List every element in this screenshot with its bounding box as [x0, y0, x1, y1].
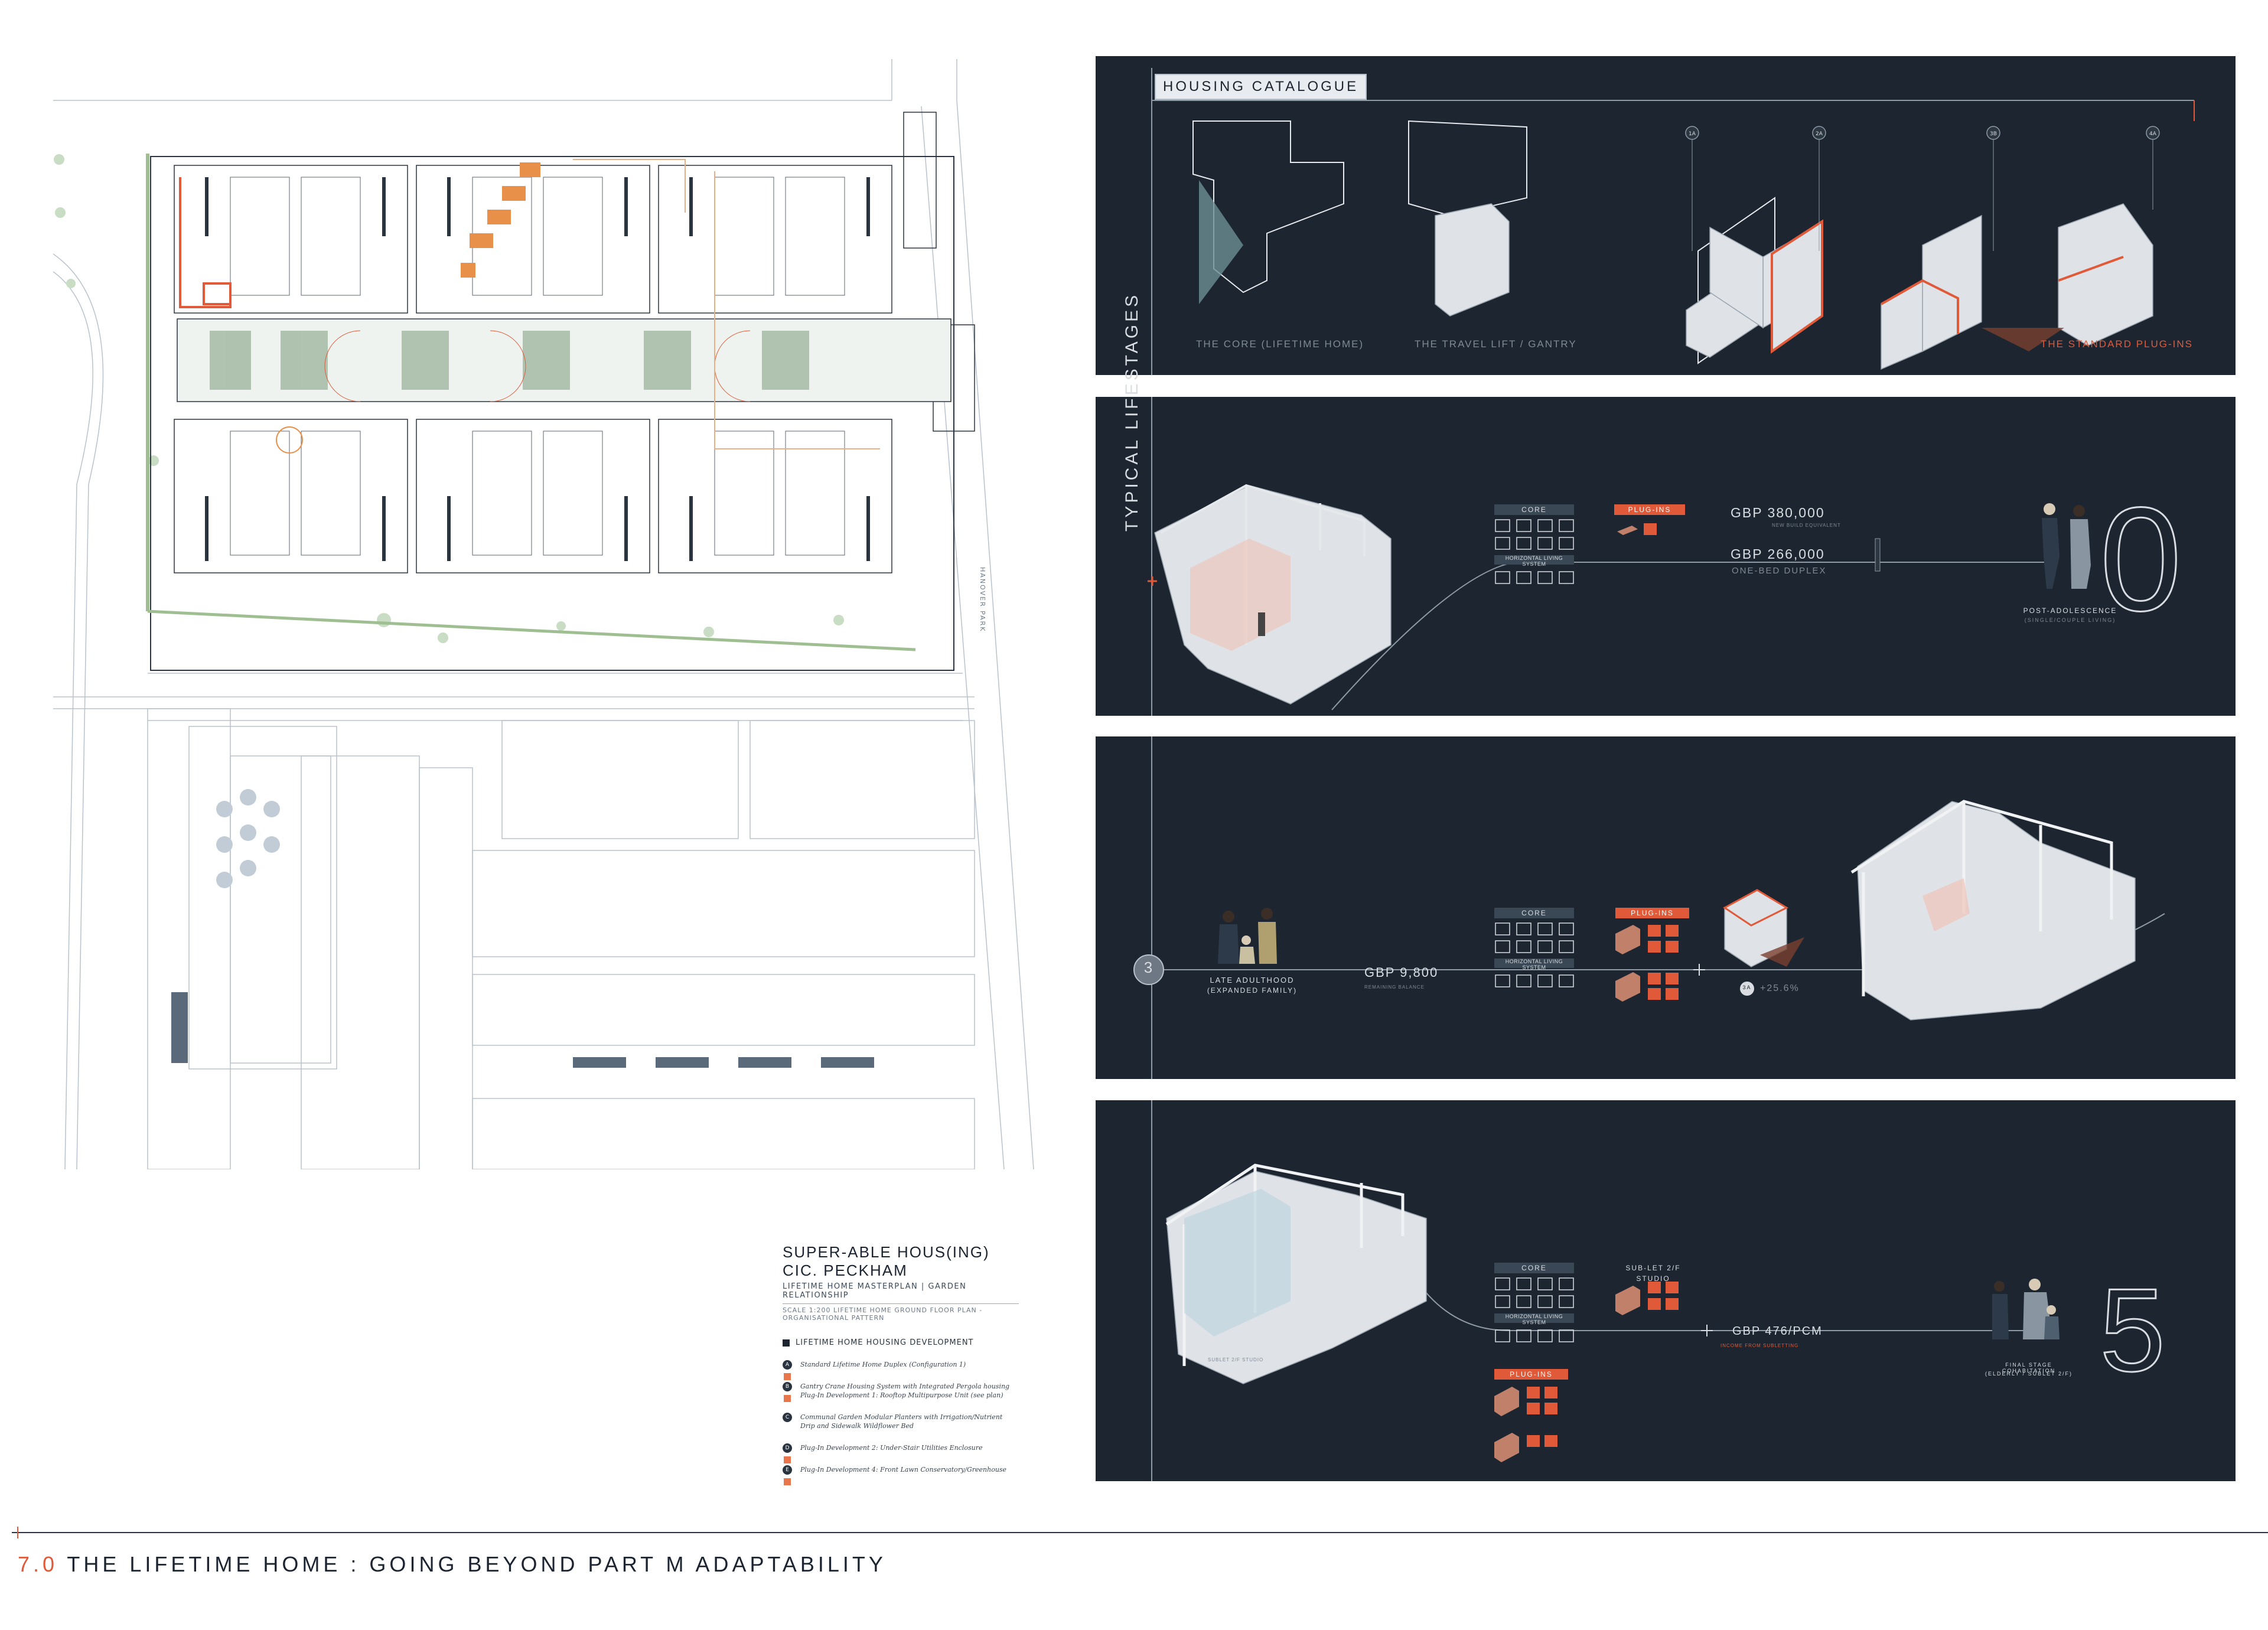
- stage0-sub: (SINGLE/COUPLE LIVING): [2024, 617, 2116, 623]
- stage5-sublet-group: SUB-LET 2/F STUDIO: [1615, 1263, 1692, 1328]
- stage5-core-group: CORE HORIZONTAL LIVING SYSTEM: [1494, 1263, 1574, 1351]
- lifestage-3-panel: 3 LATE ADULTHOOD (EXPANDED FAMILY) GBP 9…: [1096, 736, 2236, 1079]
- stage3-plugins-heading: PLUG-INS: [1615, 908, 1689, 918]
- price-duplex-note: ONE-BED DUPLEX: [1732, 566, 1827, 576]
- catalogue-marker-4: 4A: [2149, 131, 2157, 137]
- stage5-label: FINAL STAGE COHABITATION: [2002, 1362, 2056, 1374]
- core-icons: [1494, 519, 1574, 584]
- stage3-horizontal-heading: HORIZONTAL LIVING SYSTEM: [1505, 959, 1563, 970]
- housing-catalogue-panel: 1A 2A 3B 4A HOUSING CATALOGUE THE CORE (…: [1096, 56, 2236, 375]
- catalogue-graphics: 1A 2A 3B 4A: [1151, 68, 2195, 375]
- stage5-graphics: [1151, 1100, 2058, 1481]
- stage3-price: GBP 9,800: [1364, 965, 1439, 980]
- plugins-label: THE STANDARD PLUG-INS: [2041, 338, 2193, 350]
- stage5-core-heading: CORE: [1494, 1263, 1574, 1273]
- price-new-build: GBP 380,000: [1731, 505, 1825, 520]
- plugins-icons: [1617, 523, 1657, 535]
- gantry-label: THE TRAVEL LIFT / GANTRY: [1415, 338, 1577, 350]
- stage3-price-note: REMAINING BALANCE: [1364, 984, 1425, 990]
- lifestage-5-panel: SUBLET 2/F STUDIO CORE HORIZONTAL LIVING…: [1096, 1100, 2236, 1481]
- masterplan-drawing: HANOVER PARK: [53, 59, 1034, 1169]
- stage3-badge: 3A: [1742, 984, 1752, 990]
- catalogue-marker-2: 2A: [1816, 131, 1823, 137]
- stage3-core-group: CORE HORIZONTAL LIVING SYSTEM: [1494, 908, 1574, 996]
- stage5-horizontal-heading: HORIZONTAL LIVING SYSTEM: [1505, 1313, 1563, 1325]
- legend-subtitle: LIFETIME HOME MASTERPLAN | GARDEN RELATI…: [783, 1282, 967, 1300]
- stage5-sub: (ELDERLY / SUBLET 2/F): [1984, 1371, 2073, 1377]
- stage5-plugins-heading: PLUG-INS: [1494, 1369, 1568, 1380]
- stage3-change: +25.6%: [1760, 983, 1800, 993]
- stage3-sub: (EXPANDED FAMILY): [1207, 986, 1298, 995]
- stage5-number: 5: [2098, 1264, 2166, 1396]
- price-duplex: GBP 266,000: [1731, 546, 1825, 562]
- stage3-number: 3: [1143, 959, 1154, 976]
- legend-key: LIFETIME HOME HOUSING DEVELOPMENT: [783, 1338, 1019, 1347]
- couple-figures: [2042, 503, 2091, 589]
- kiosk: [903, 112, 937, 249]
- stage3-label: LATE ADULTHOOD: [1210, 976, 1295, 984]
- stage3-plugin-icons: [1615, 925, 1679, 1002]
- stage3-plugins-group: PLUG-INS: [1615, 908, 1692, 1002]
- stage0-graphics: [1148, 397, 2052, 716]
- stage5-core-icons: [1494, 1277, 1574, 1342]
- catalogue-marker-3: 3B: [1990, 131, 1997, 137]
- stage5-plugin-icons: [1494, 1387, 1557, 1462]
- footer-text: THE LIFETIME HOME : GOING BEYOND PART M …: [67, 1552, 887, 1576]
- stage5-sublet-icons: [1615, 1282, 1679, 1315]
- footer-number: 7.0: [18, 1552, 58, 1576]
- footer-title: 7.0 THE LIFETIME HOME : GOING BEYOND PAR…: [18, 1552, 887, 1577]
- plugins-icon-group: PLUG-INS: [1614, 504, 1685, 540]
- stage5-price-note: INCOME FROM SUBLETTING: [1720, 1343, 1799, 1348]
- horizontal-heading: HORIZONTAL LIVING SYSTEM: [1505, 555, 1563, 567]
- stage3-graphics: [1133, 736, 2165, 1079]
- legend-title: SUPER-ABLE HOUS(ING) CIC. PECKHAM: [783, 1243, 990, 1279]
- stage3-core-icons: [1494, 922, 1574, 987]
- family-figures: [1218, 908, 1277, 964]
- stage5-studio-label: SUBLET 2/F STUDIO: [1208, 1357, 1264, 1362]
- street-label: HANOVER PARK: [979, 567, 986, 632]
- stage5-price: GBP 476/PCM: [1732, 1325, 1823, 1338]
- stage0-label: POST-ADOLESCENCE: [2023, 607, 2117, 615]
- elderly-figures: [1992, 1279, 2060, 1339]
- core-icon-group: CORE HORIZONTAL LIVING SYSTEM: [1494, 504, 1574, 593]
- stage0-number: 0: [2098, 477, 2182, 641]
- catalogue-marker-1: 1A: [1689, 131, 1696, 137]
- masterplan-legend: SUPER-ABLE HOUS(ING) CIC. PECKHAM LIFETI…: [783, 1243, 1019, 1485]
- core-heading: CORE: [1494, 504, 1574, 515]
- catalogue-title: HOUSING CATALOGUE: [1155, 74, 1367, 100]
- stage3-core-heading: CORE: [1494, 908, 1574, 918]
- price-new-build-note: NEW BUILD EQUIVALENT: [1772, 523, 1841, 528]
- stage5-sublet-heading: SUB-LET 2/F STUDIO: [1625, 1264, 1681, 1283]
- stage5-plugins-group: PLUG-INS: [1494, 1369, 1574, 1463]
- footer-rule: [12, 1527, 2268, 1538]
- lifestages-side-title: TYPICAL LIFESTAGES: [1122, 292, 1142, 532]
- lifestage-0-panel: CORE HORIZONTAL LIVING SYSTEM PLUG-INS G…: [1096, 397, 2236, 716]
- legend-scale: SCALE 1:200 LIFETIME HOME GROUND FLOOR P…: [783, 1303, 1019, 1322]
- core-label: THE CORE (LIFETIME HOME): [1196, 338, 1364, 350]
- plugins-heading: PLUG-INS: [1614, 504, 1685, 515]
